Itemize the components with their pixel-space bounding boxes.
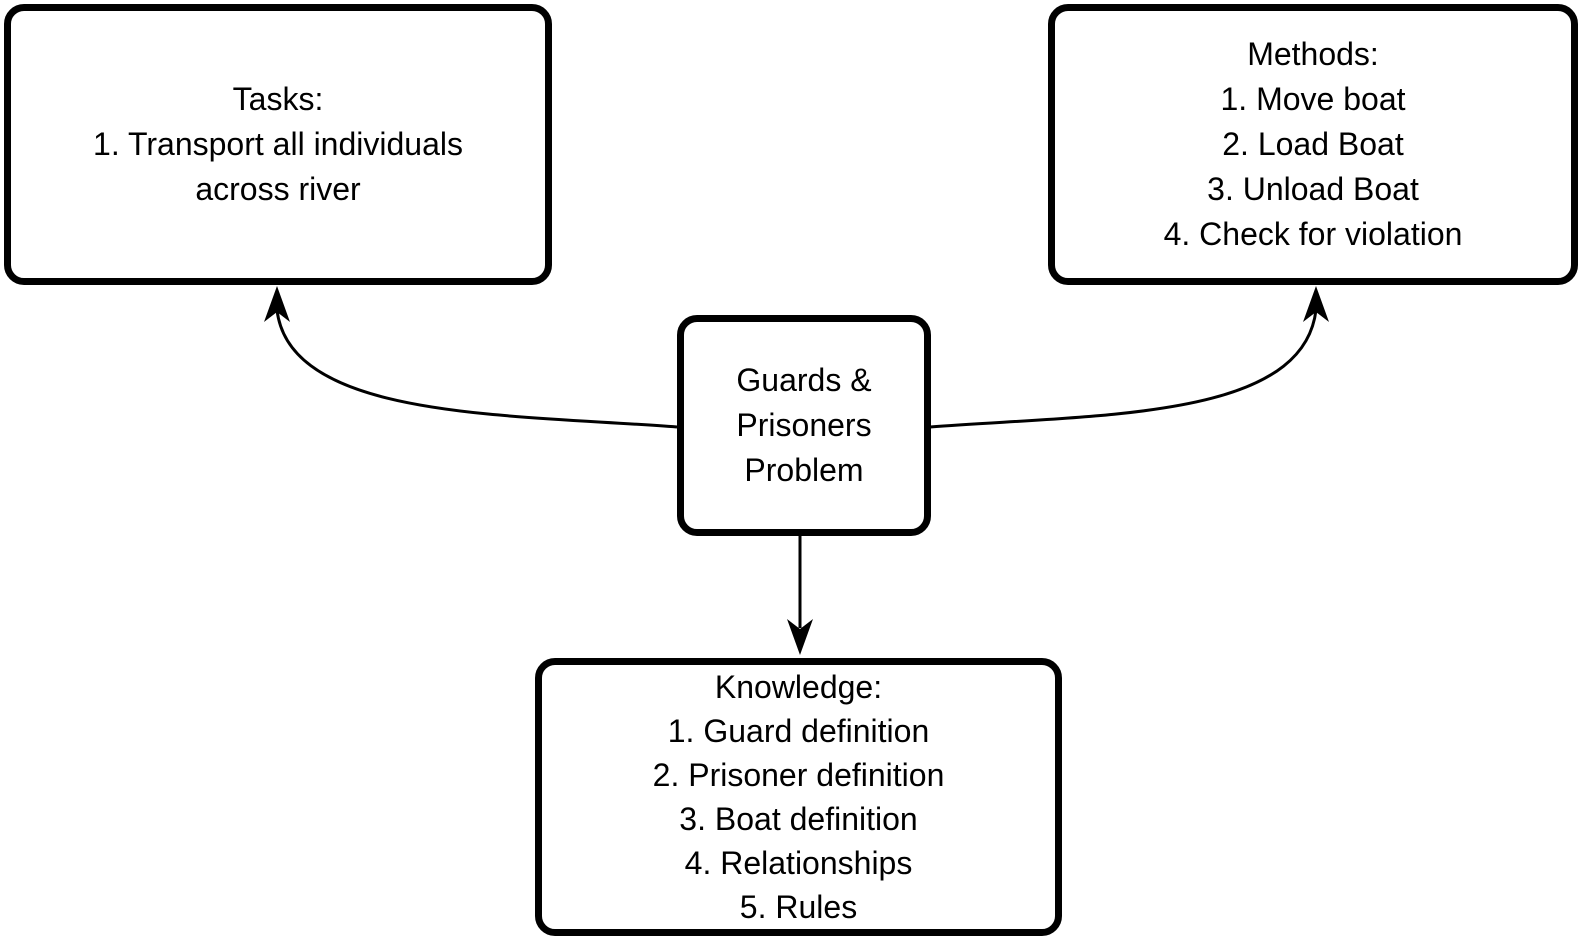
node-tasks-line: 1. Transport all individuals [93,126,463,162]
node-methods-line: 4. Check for violation [1163,216,1463,252]
node-tasks-line: across river [195,171,361,207]
node-methods: Methods: 1. Move boat 2. Load Boat 3. Un… [1048,4,1578,285]
node-knowledge-line: 5. Rules [739,889,858,925]
node-tasks-title: Tasks: [232,81,324,117]
node-problem-line: Problem [744,452,864,488]
node-knowledge-line: 1. Guard definition [667,713,930,749]
arrowhead-methods-icon [1303,286,1329,322]
node-knowledge: Knowledge: 1. Guard definition 2. Prison… [535,658,1062,936]
node-methods-line: 1. Move boat [1220,81,1406,117]
node-tasks: Tasks: 1. Transport all individuals acro… [4,4,552,285]
edge-problem-to-tasks [275,309,678,429]
arrowhead-tasks-icon [264,286,290,322]
edge-problem-to-methods [929,309,1318,429]
node-problem: Guards & Prisoners Problem [677,315,931,536]
node-methods-line: 3. Unload Boat [1207,171,1419,207]
arrowhead-knowledge-icon [787,619,813,655]
node-knowledge-title: Knowledge: [714,669,883,705]
node-problem-line: Guards & [736,362,872,398]
node-methods-title: Methods: [1247,36,1379,72]
node-knowledge-line: 2. Prisoner definition [652,757,945,793]
node-methods-line: 2. Load Boat [1222,126,1404,162]
node-knowledge-line: 3. Boat definition [679,801,918,837]
node-knowledge-line: 4. Relationships [684,845,913,881]
node-problem-line: Prisoners [736,407,872,443]
